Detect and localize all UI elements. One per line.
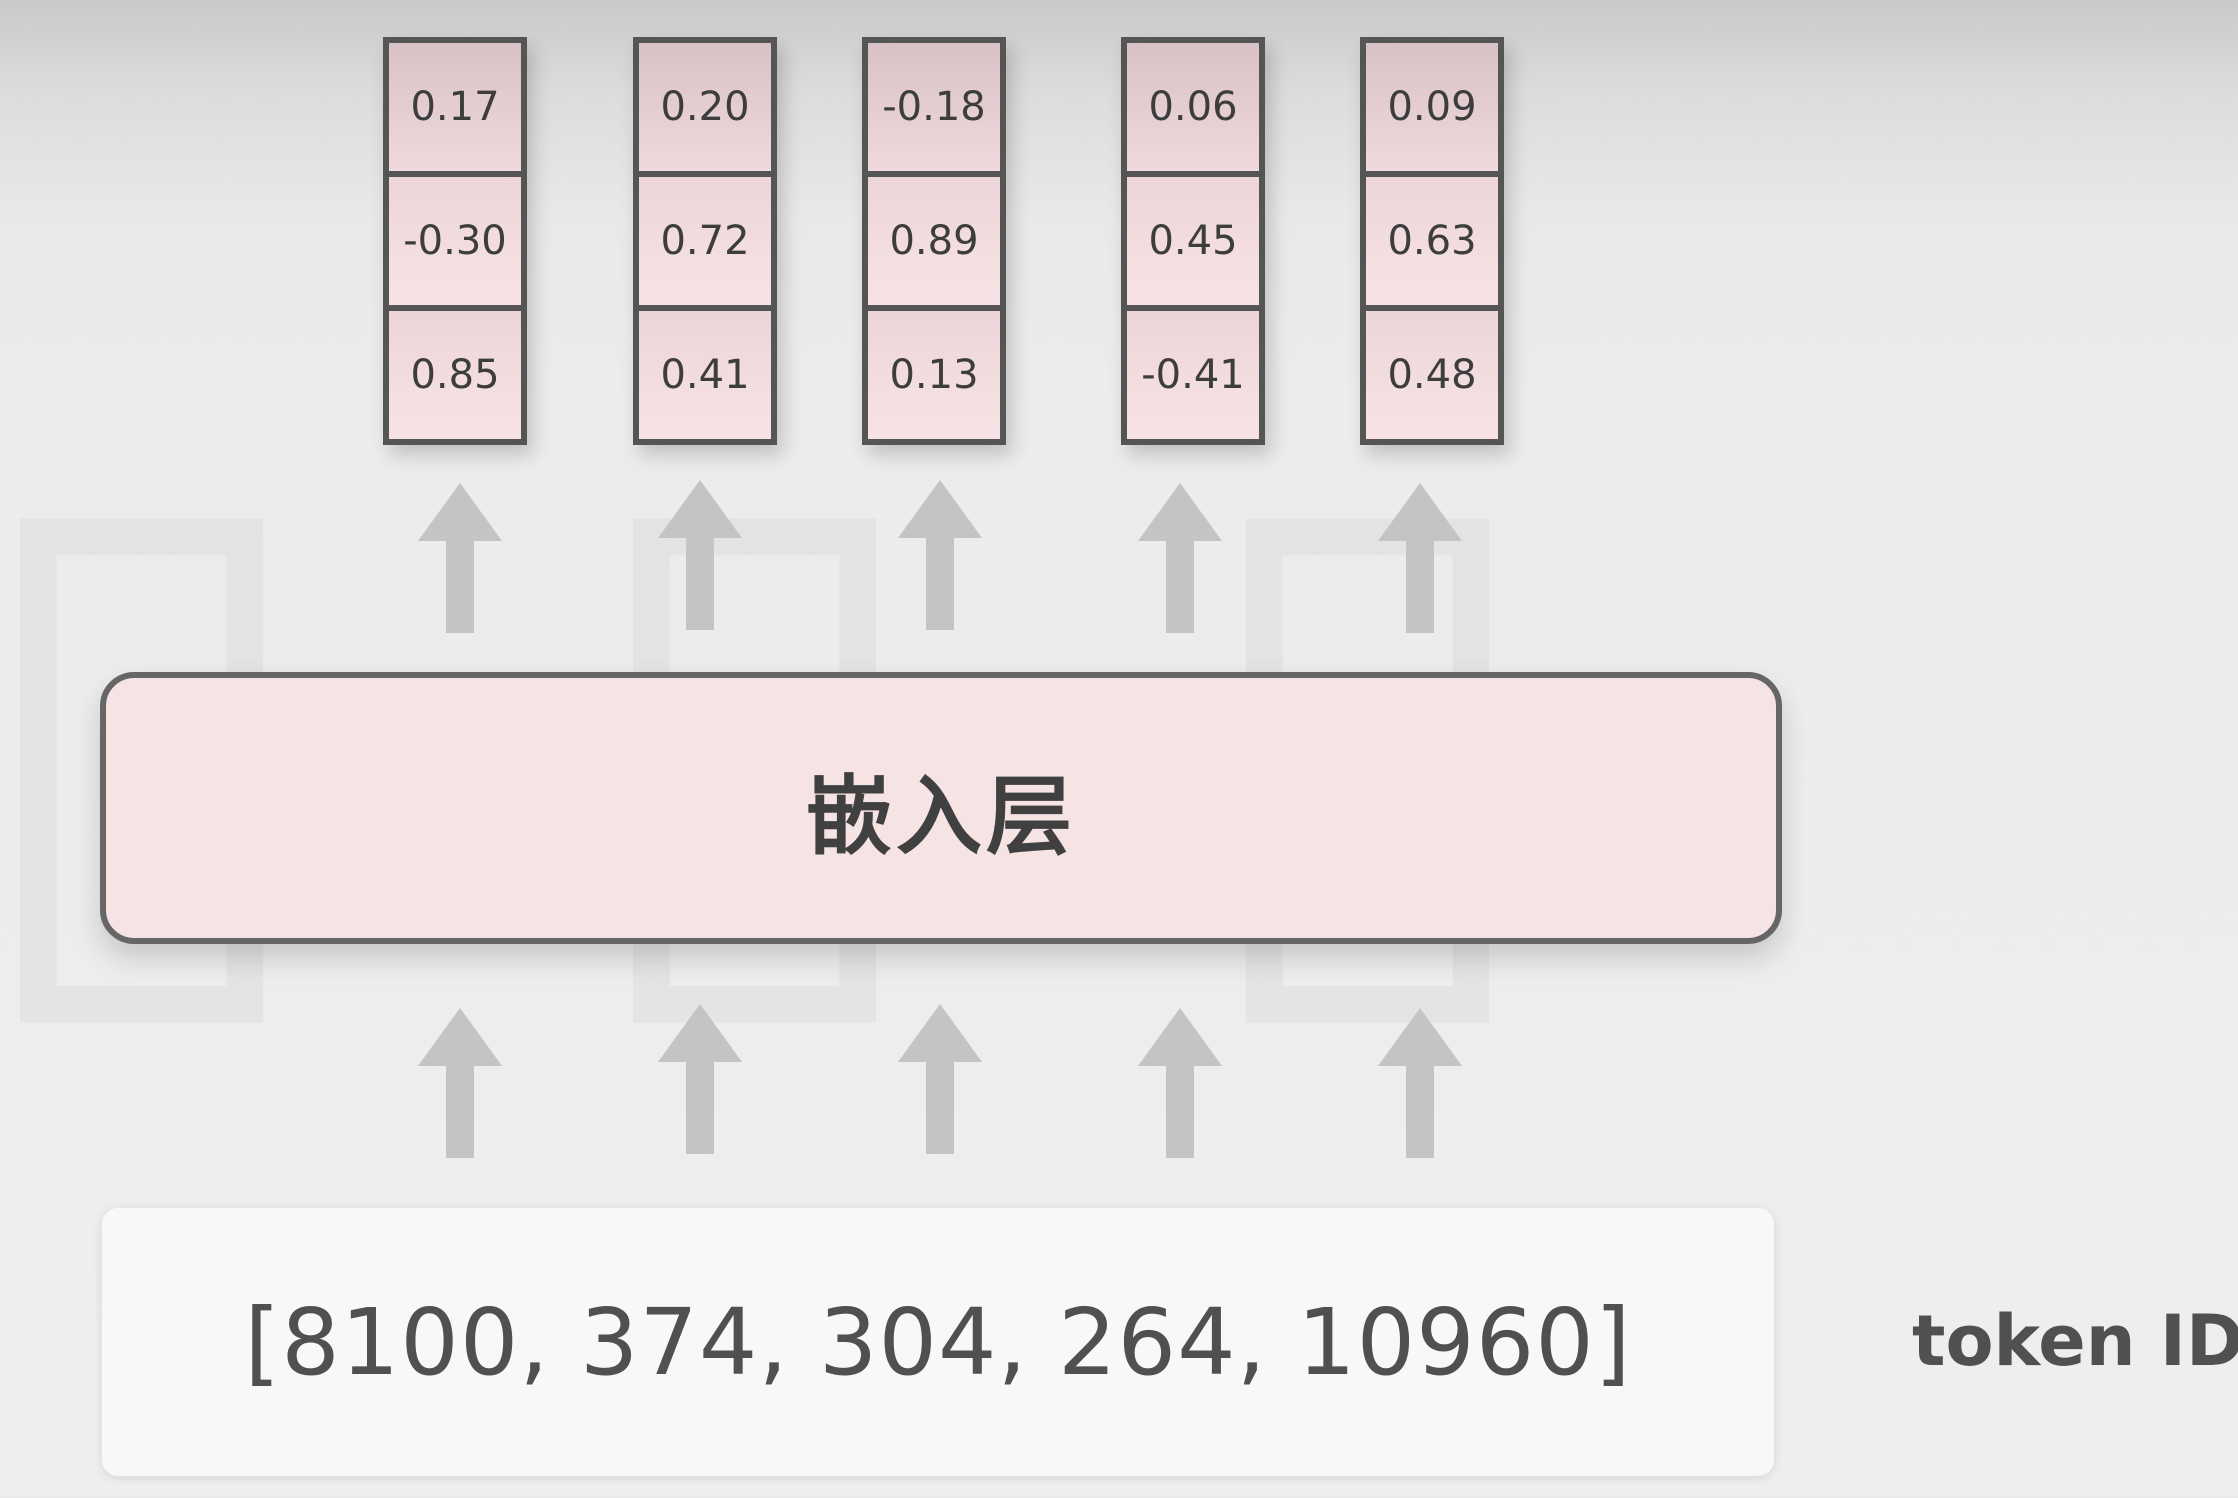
token-id-caption: token ID bbox=[1912, 1300, 2238, 1382]
embedding-vector-5: 0.09 0.63 0.48 bbox=[1360, 37, 1504, 445]
token-id-list: [8100, 374, 304, 264, 10960] bbox=[244, 1288, 1632, 1396]
embedding-vector-3: -0.18 0.89 0.13 bbox=[862, 37, 1006, 445]
up-arrow-icon bbox=[658, 1004, 742, 1154]
vector-cell: 0.89 bbox=[868, 171, 1000, 305]
embedding-layer-box: 嵌入层 bbox=[100, 672, 1782, 944]
up-arrow-icon bbox=[898, 1004, 982, 1154]
vector-cell: 0.20 bbox=[639, 43, 771, 171]
vector-cell: 0.63 bbox=[1366, 171, 1498, 305]
embedding-vector-1: 0.17 -0.30 0.85 bbox=[383, 37, 527, 445]
up-arrow-icon bbox=[418, 1008, 502, 1158]
vector-cell: -0.18 bbox=[868, 43, 1000, 171]
up-arrow-icon bbox=[898, 480, 982, 630]
vector-cell: 0.48 bbox=[1366, 305, 1498, 439]
embedding-layer-label: 嵌入层 bbox=[806, 766, 1076, 867]
vector-cell: 0.17 bbox=[389, 43, 521, 171]
vector-cell: 0.85 bbox=[389, 305, 521, 439]
vector-cell: -0.41 bbox=[1127, 305, 1259, 439]
token-id-box: [8100, 374, 304, 264, 10960] bbox=[102, 1208, 1774, 1476]
up-arrow-icon bbox=[658, 480, 742, 630]
up-arrow-icon bbox=[418, 483, 502, 633]
vector-cell: 0.09 bbox=[1366, 43, 1498, 171]
vector-cell: 0.41 bbox=[639, 305, 771, 439]
up-arrow-icon bbox=[1378, 483, 1462, 633]
vector-cell: 0.13 bbox=[868, 305, 1000, 439]
embedding-vector-2: 0.20 0.72 0.41 bbox=[633, 37, 777, 445]
up-arrow-icon bbox=[1138, 1008, 1222, 1158]
up-arrow-icon bbox=[1378, 1008, 1462, 1158]
vector-cell: -0.30 bbox=[389, 171, 521, 305]
vector-cell: 0.72 bbox=[639, 171, 771, 305]
vector-cell: 0.06 bbox=[1127, 43, 1259, 171]
vector-cell: 0.45 bbox=[1127, 171, 1259, 305]
embedding-vector-4: 0.06 0.45 -0.41 bbox=[1121, 37, 1265, 445]
up-arrow-icon bbox=[1138, 483, 1222, 633]
